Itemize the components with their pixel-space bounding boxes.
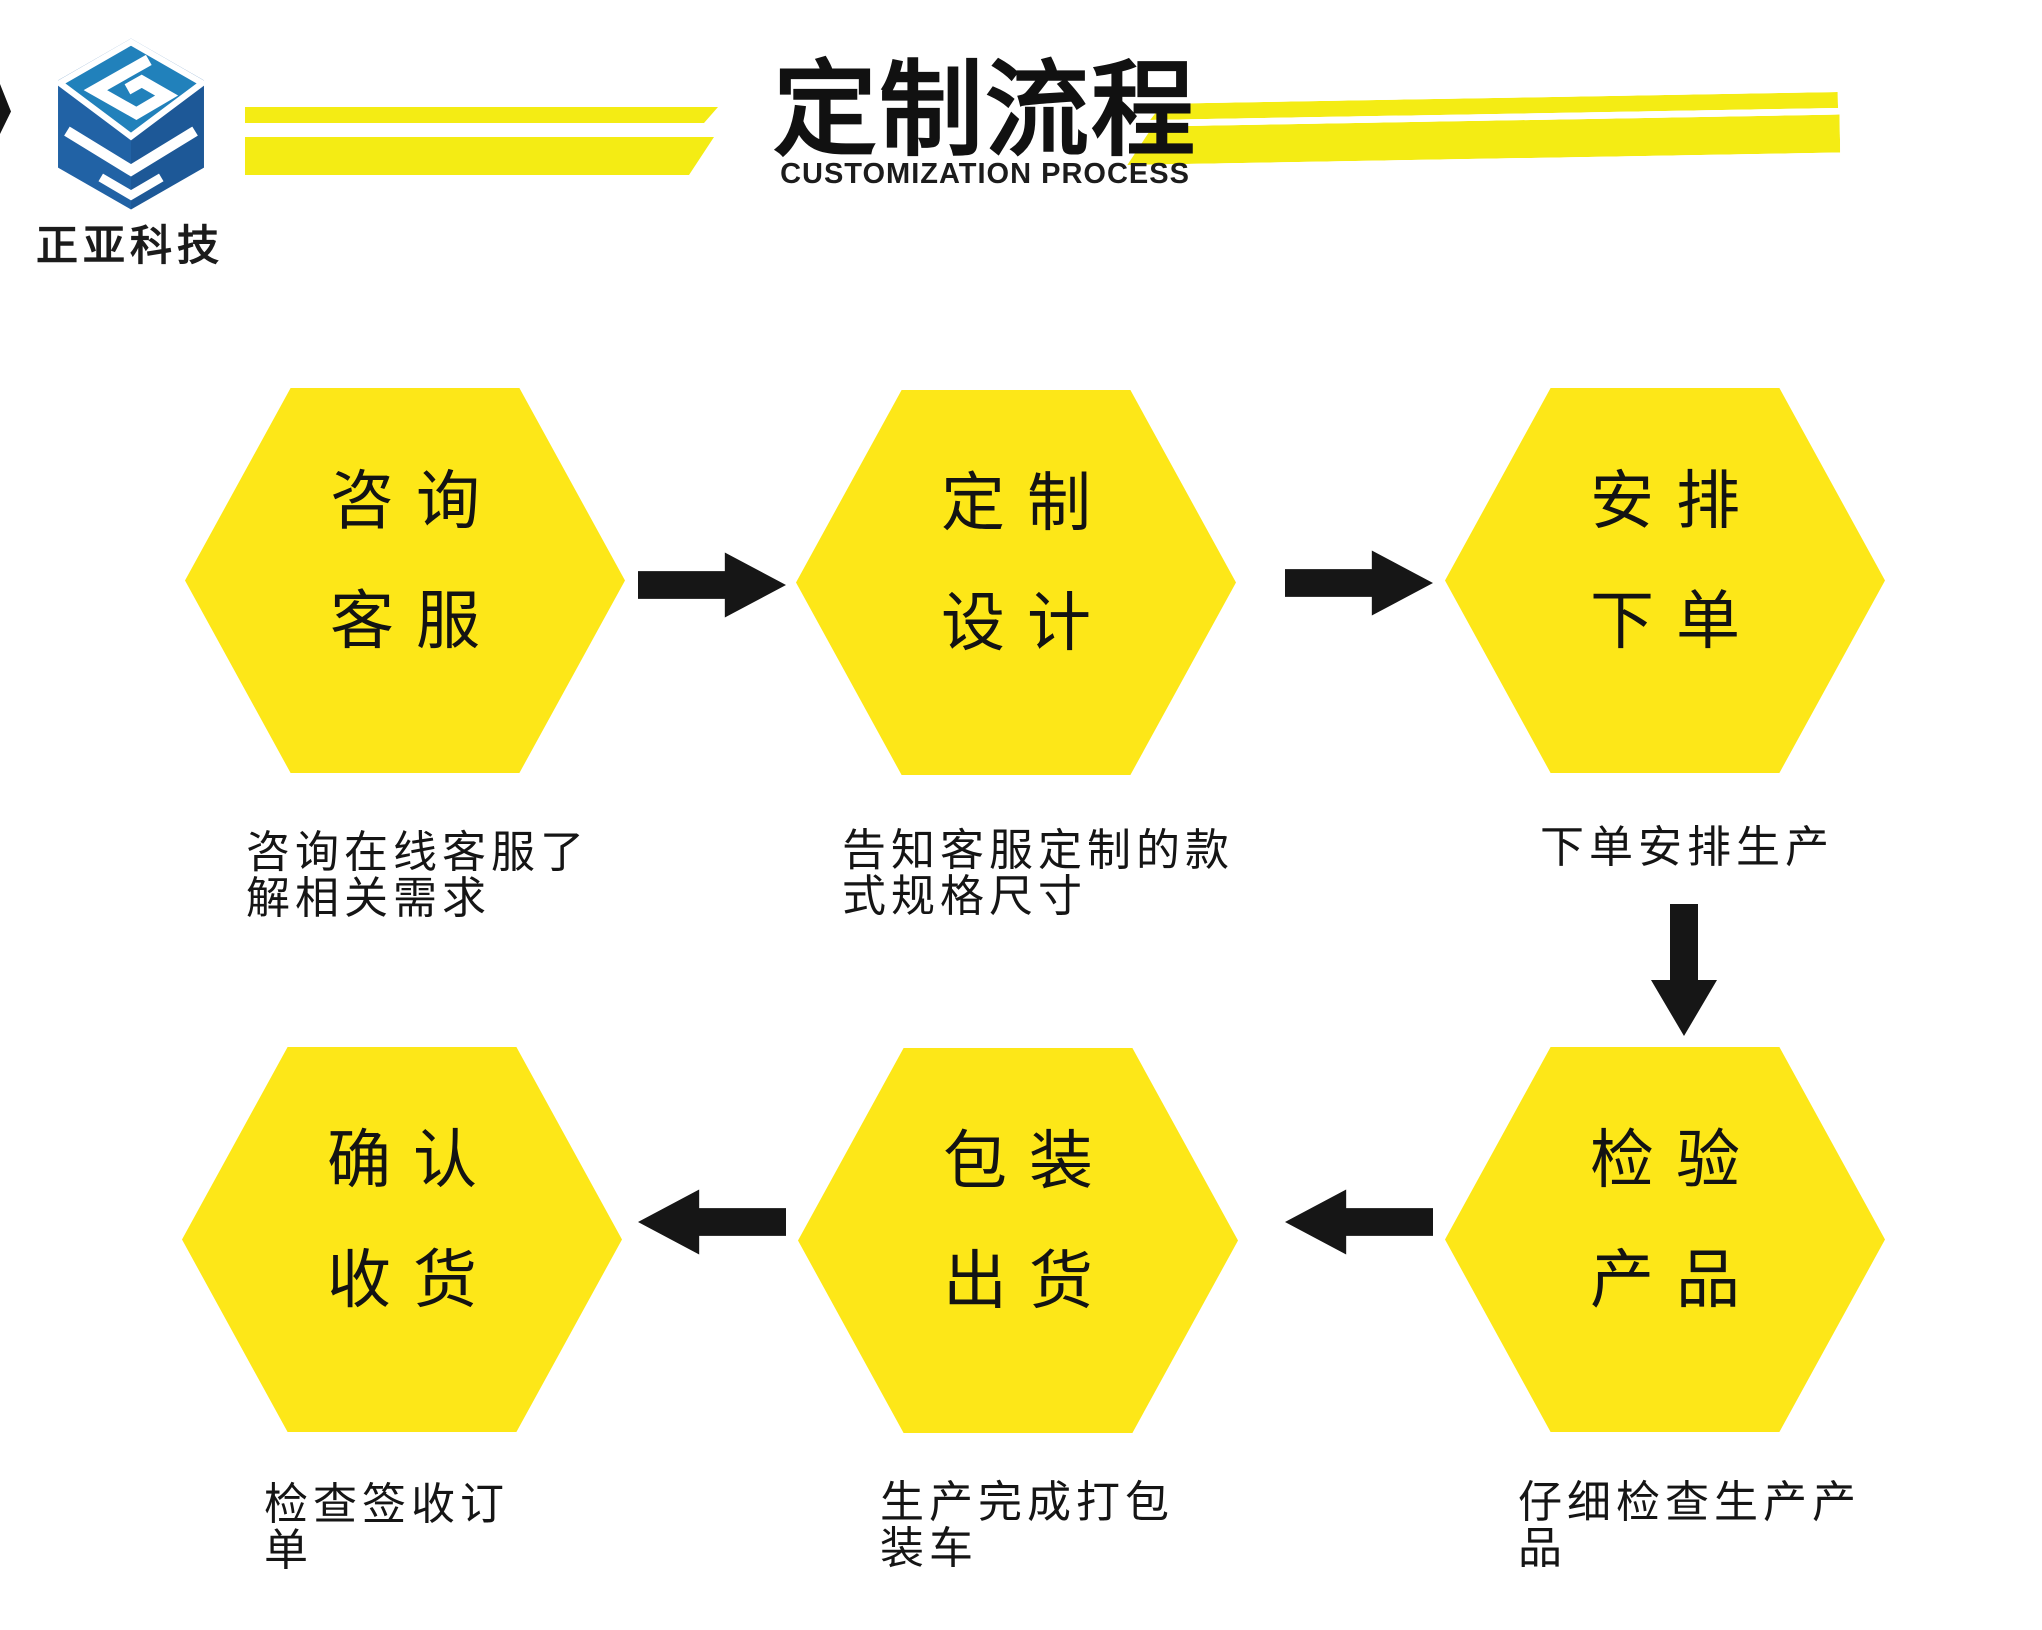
title-bar-left-thick <box>245 137 714 175</box>
step-label-line: 安排 <box>1590 464 1762 537</box>
step-caption-inspect-product: 仔细检查生产产品 <box>1518 1478 1861 1574</box>
step-label-line: 下单 <box>1590 584 1762 657</box>
step-caption-custom-design: 告知客服定制的款式规格尺寸 <box>842 826 1234 922</box>
step-label-line: 确认 <box>327 1123 499 1196</box>
step-label-line: 包装 <box>943 1124 1115 1197</box>
arrow-right-icon <box>638 550 786 620</box>
edge-decoration <box>0 84 11 134</box>
arrow-down-icon <box>1649 903 1719 1037</box>
step-label-line: 客服 <box>330 584 502 657</box>
step-hexagon-place-order: 安排 下单 <box>1445 388 1885 773</box>
step-hexagon-custom-design: 定制 设计 <box>796 390 1236 775</box>
logo-company-name: 正亚科技 <box>35 222 224 269</box>
step-hexagon-inspect-product: 检验 产品 <box>1445 1047 1885 1432</box>
step-label-line: 设计 <box>941 586 1113 659</box>
page-subtitle: CUSTOMIZATION PROCESS <box>780 158 1190 190</box>
title-bar-right-thick <box>1127 115 1841 165</box>
step-label-line: 收货 <box>327 1243 499 1316</box>
arrow-left-icon <box>638 1187 786 1257</box>
step-label-line: 产品 <box>1590 1243 1762 1316</box>
step-caption-pack-ship: 生产完成打包装车 <box>880 1478 1174 1574</box>
arrow-left-icon <box>1285 1187 1433 1257</box>
step-hexagon-pack-ship: 包装 出货 <box>798 1048 1238 1433</box>
step-hexagon-consult-service: 咨询 客服 <box>185 388 625 773</box>
logo-cube-icon <box>54 38 208 210</box>
title-bar-left-thin <box>245 107 718 123</box>
arrow-right-icon <box>1285 548 1433 618</box>
step-hexagon-confirm-receipt: 确认 收货 <box>182 1047 622 1432</box>
step-label-line: 定制 <box>941 466 1113 539</box>
title-bar-right-thin <box>1150 92 1838 120</box>
step-caption-place-order: 下单安排生产 <box>1540 823 1834 872</box>
page-title: 定制流程 <box>772 53 1197 169</box>
step-caption-confirm-receipt: 检查签收订单 <box>264 1480 509 1576</box>
step-caption-consult-service: 咨询在线客服了解相关需求 <box>246 828 589 924</box>
step-label-line: 检验 <box>1590 1123 1762 1196</box>
step-label-line: 出货 <box>943 1244 1115 1317</box>
step-label-line: 咨询 <box>330 464 502 537</box>
